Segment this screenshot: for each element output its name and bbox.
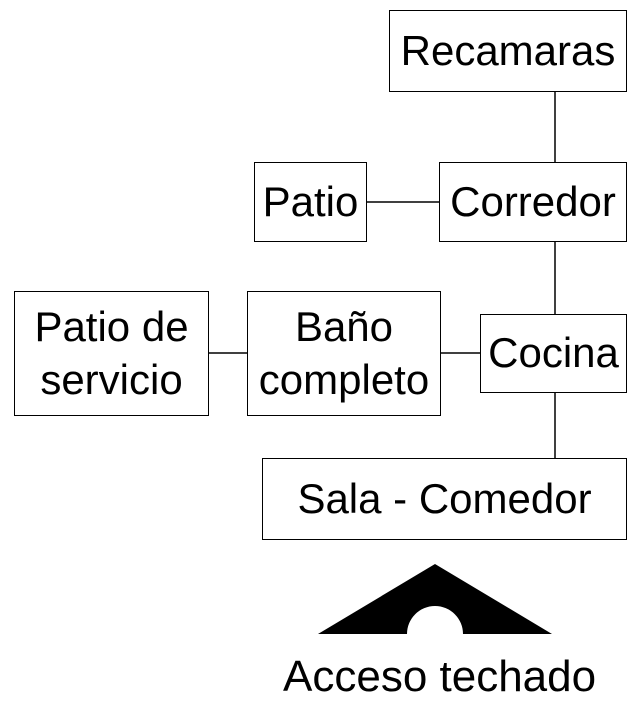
room-bano-completo: Baño completo [247, 291, 441, 416]
room-cocina: Cocina [480, 314, 627, 393]
entrance-label: Acceso techado [283, 652, 597, 701]
room-patio: Patio [254, 162, 367, 242]
arch-roof-icon [318, 564, 552, 634]
room-recamaras: Recamaras [389, 10, 627, 92]
room-sala-comedor: Sala - Comedor [262, 458, 627, 540]
room-patio-de-servicio: Patio de servicio [14, 291, 209, 416]
room-corredor: Corredor [439, 162, 627, 242]
